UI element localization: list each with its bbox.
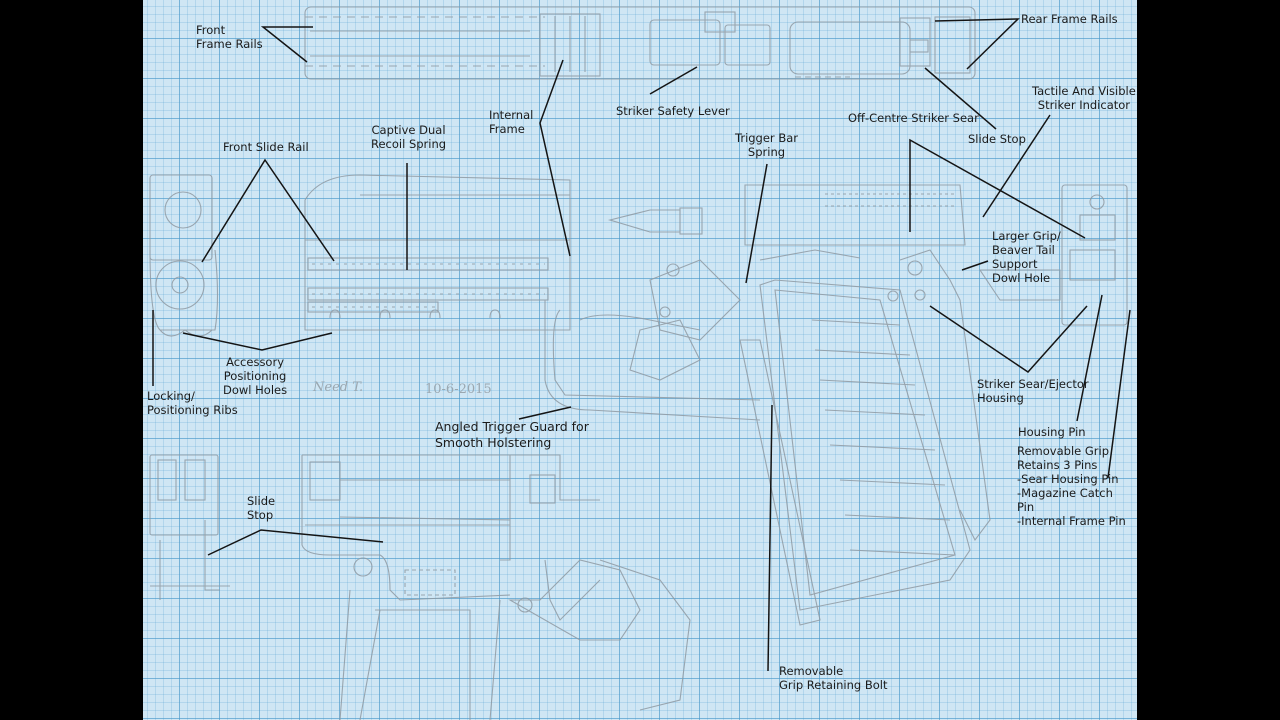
label-off-centre-striker-sear: Off-Centre Striker Sear [848,111,979,125]
label-striker-safety-lever: Striker Safety Lever [616,104,730,118]
label-captive-dual-recoil-spring: Captive Dual Recoil Spring [371,123,447,151]
label-removable-grip-retaining-bolt: Removable Grip Retaining Bolt [779,664,888,692]
label-larger-grip-dowl-hole: Larger Grip/ Beaver Tail Support Dowl Ho… [992,229,1061,285]
label-front-slide-rail: Front Slide Rail [223,140,309,154]
label-removable-grip-pins: Removable Grip Retains 3 Pins -Sear Hous… [1017,444,1126,528]
label-housing-pin: Housing Pin [1018,425,1086,439]
pencil-schematic [149,6,1131,720]
label-trigger-bar-spring: Trigger Bar Spring [735,131,798,159]
handwritten-date: 10-6-2015 [425,382,492,397]
label-slide-stop-bottom: Slide Stop [247,494,276,522]
graph-paper-sheet: Front Frame Rails Rear Frame Rails Inter… [143,0,1137,720]
label-tactile-striker-indicator: Tactile And Visible Striker Indicator [1032,84,1136,112]
label-internal-frame: Internal Frame [489,108,534,136]
label-front-frame-rails: Front Frame Rails [196,23,263,51]
label-locking-positioning-ribs: Locking/ Positioning Ribs [147,389,238,417]
label-rear-frame-rails: Rear Frame Rails [1021,12,1118,26]
label-striker-sear-ejector-housing: Striker Sear/Ejector Housing [977,377,1089,405]
label-angled-trigger-guard: Angled Trigger Guard for Smooth Holsteri… [435,419,589,450]
label-slide-stop-top: Slide Stop [968,132,1026,146]
label-accessory-dowl-holes: Accessory Positioning Dowl Holes [223,355,288,397]
handwritten-signature: Need T. [313,380,364,395]
